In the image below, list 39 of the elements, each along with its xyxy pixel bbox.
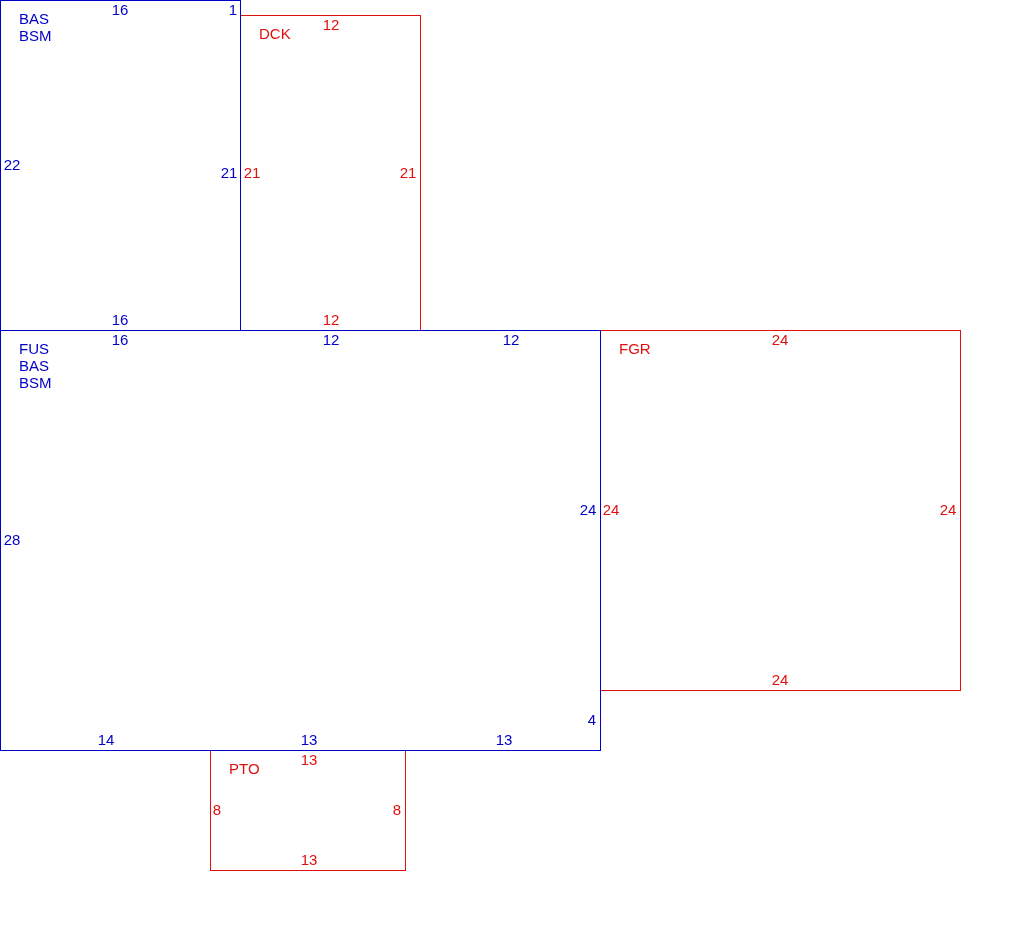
dimension-label: 12 bbox=[502, 332, 520, 348]
dimension-label: 12 bbox=[322, 332, 340, 348]
dimension-label: 13 bbox=[300, 752, 318, 768]
dimension-label: 24 bbox=[939, 502, 957, 518]
dimension-label: 1 bbox=[228, 2, 238, 18]
dimension-label: 8 bbox=[392, 802, 402, 818]
dimension-label: 12 bbox=[322, 17, 340, 33]
area-code: BAS bbox=[19, 357, 50, 374]
plan-area-outline bbox=[210, 750, 406, 871]
dimension-label: 24 bbox=[579, 502, 597, 518]
dimension-label: 13 bbox=[495, 732, 513, 748]
dimension-label: 22 bbox=[3, 157, 21, 173]
dimension-label: 21 bbox=[399, 165, 417, 181]
area-code: FGR bbox=[619, 340, 651, 357]
dimension-label: 13 bbox=[300, 852, 318, 868]
plan-area-outline bbox=[240, 15, 421, 331]
plan-area-outline bbox=[0, 0, 241, 331]
area-code: DCK bbox=[259, 25, 291, 42]
dimension-label: 4 bbox=[587, 712, 597, 728]
area-code: FUS bbox=[19, 340, 50, 357]
dimension-label: 8 bbox=[212, 802, 222, 818]
dimension-label: 24 bbox=[602, 502, 620, 518]
dimension-label: 16 bbox=[111, 312, 129, 328]
plan-area-outline bbox=[0, 330, 601, 751]
area-code: BSM bbox=[19, 374, 52, 391]
dimension-label: 16 bbox=[111, 332, 129, 348]
dimension-label: 16 bbox=[111, 2, 129, 18]
plan-area-outline bbox=[600, 330, 961, 691]
dimension-label: 14 bbox=[97, 732, 115, 748]
dimension-label: 21 bbox=[243, 165, 261, 181]
area-code: BSM bbox=[19, 27, 52, 44]
area-code: PTO bbox=[229, 760, 260, 777]
dimension-label: 21 bbox=[220, 165, 238, 181]
dimension-label: 28 bbox=[3, 532, 21, 548]
area-code: BAS bbox=[19, 10, 50, 27]
dimension-label: 24 bbox=[771, 672, 789, 688]
dimension-label: 12 bbox=[322, 312, 340, 328]
dimension-label: 24 bbox=[771, 332, 789, 348]
dimension-label: 13 bbox=[300, 732, 318, 748]
